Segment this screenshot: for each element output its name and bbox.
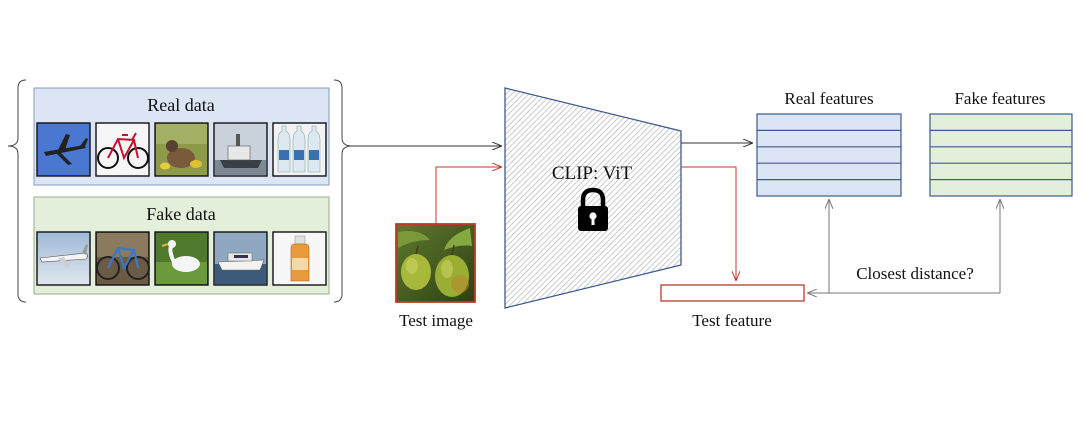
real-thumb-boat xyxy=(213,122,268,177)
closest-distance-question: Closest distance? xyxy=(856,264,974,283)
real-thumb-bottle xyxy=(272,122,327,177)
real-features-table xyxy=(756,113,902,197)
fake-thumb-bicycle xyxy=(95,231,150,286)
fake-data-panel: Fake data xyxy=(33,196,330,295)
test-feature-label: Test feature xyxy=(692,311,772,330)
real-data-title: Real data xyxy=(147,95,214,115)
left-brace xyxy=(7,79,27,303)
test-feature-bar xyxy=(660,284,805,302)
right-brace xyxy=(333,79,353,303)
fake-data-title: Fake data xyxy=(146,204,215,224)
fake-features-title: Fake features xyxy=(954,89,1045,108)
fake-thumb-bottle xyxy=(272,231,327,286)
encoder-trapezoid xyxy=(504,87,682,309)
clip-vit-encoder: CLIP: ViT xyxy=(504,87,682,309)
model-to-test-feature-arrow xyxy=(681,166,736,280)
lock-icon xyxy=(578,187,608,231)
real-thumb-bird xyxy=(154,122,209,177)
test-image xyxy=(395,223,476,303)
fake-thumb-bird xyxy=(154,231,209,286)
real-features-title: Real features xyxy=(784,89,873,108)
fake-thumb-boat xyxy=(213,231,268,286)
real-thumb-airplane xyxy=(36,122,91,177)
test-image-to-model-arrow xyxy=(435,167,501,224)
encoder-label: CLIP: ViT xyxy=(552,163,633,184)
real-data-panel: Real data xyxy=(33,87,330,186)
fake-features-table xyxy=(929,113,1073,197)
real-thumb-bicycle xyxy=(95,122,150,177)
fake-thumb-airplane xyxy=(36,231,91,286)
test-image-label: Test image xyxy=(399,311,473,330)
